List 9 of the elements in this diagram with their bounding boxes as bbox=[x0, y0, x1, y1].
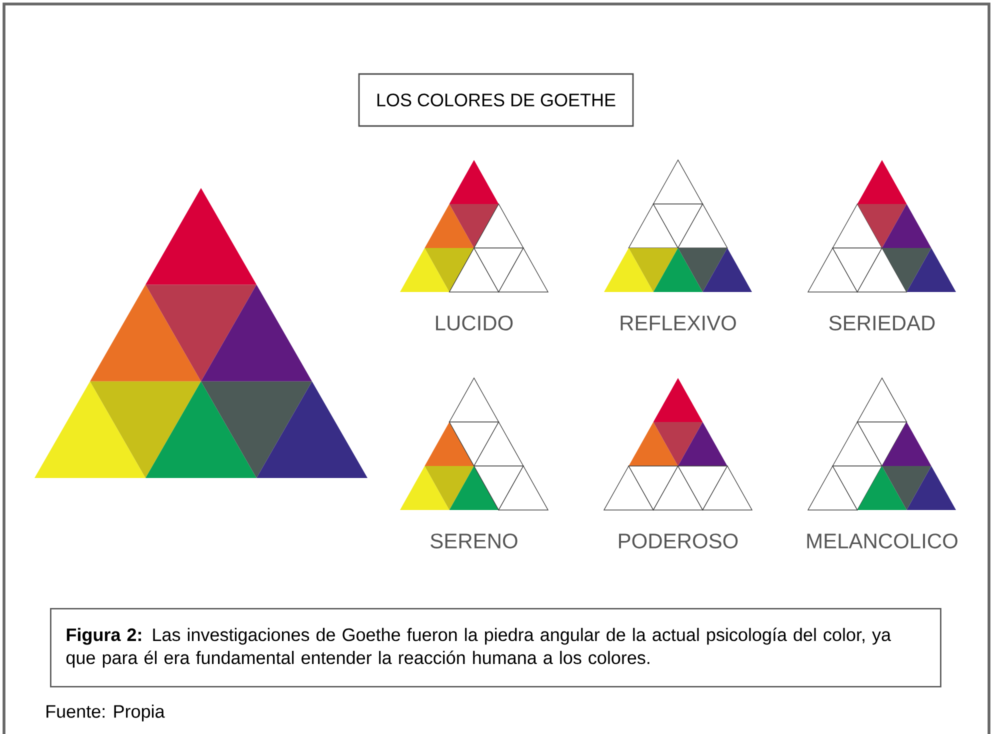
title-box: LOS COLORES DE GOETHE bbox=[358, 73, 634, 127]
caption-box: Figura 2: Las investigaciones de Goethe fueron la piedra angular de la actual psicología del color, ya que para él era fundamental entender la reacción humana a los colores. bbox=[50, 608, 942, 688]
mood-label: SERENO bbox=[430, 534, 518, 548]
mood-label: SERIEDAD bbox=[829, 316, 935, 330]
source-note: Fuente: Propia bbox=[46, 704, 165, 722]
mood-label: MELANCOLICO bbox=[807, 534, 958, 548]
mood-label: PODEROSO bbox=[619, 534, 738, 548]
mood-label: REFLEXIVO bbox=[620, 316, 736, 330]
mood-label: LUCIDO bbox=[436, 316, 513, 330]
